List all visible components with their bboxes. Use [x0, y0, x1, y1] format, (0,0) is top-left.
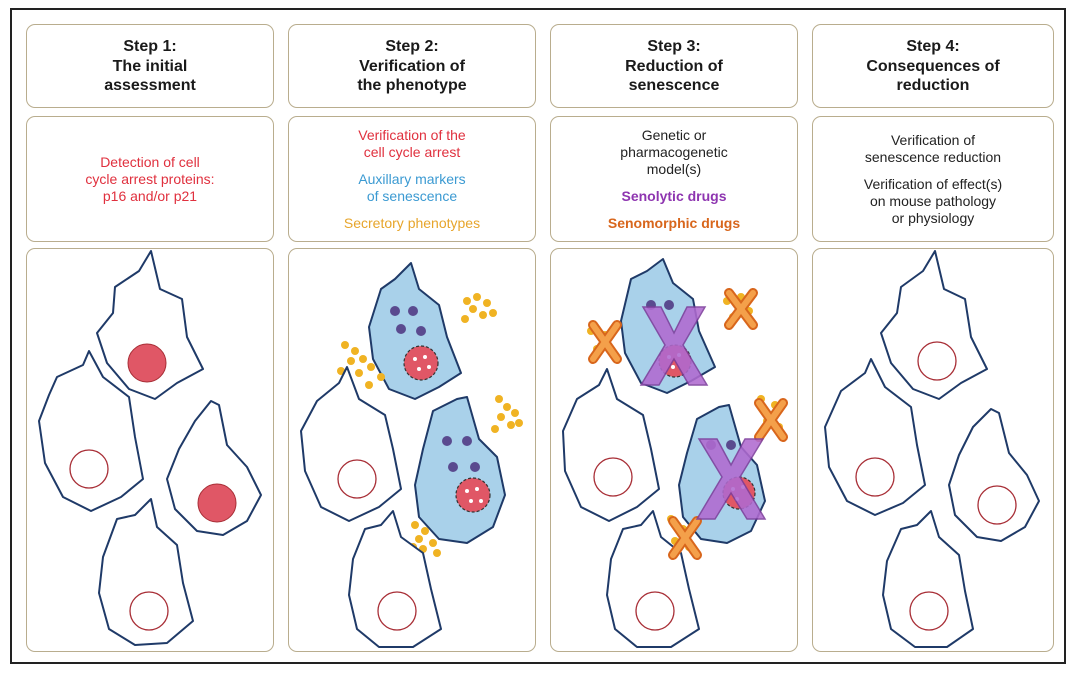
senescence-marker-dot [664, 300, 674, 310]
step-2-header: Step 2: Verification of the phenotype [288, 24, 536, 108]
p16-positive-nucleus [127, 343, 167, 383]
step-1-desc-line-1: Detection of cell [100, 153, 200, 170]
secretory-cluster [409, 521, 441, 557]
step-1-desc-line-2: cycle arrest proteins: [85, 170, 215, 187]
cell-shape [824, 358, 926, 516]
step-2-desc-line-1: Verification of the [358, 126, 466, 143]
step-3-desc-line-5: Senomorphic drugs [607, 214, 741, 231]
senescence-marker-dot [442, 436, 452, 446]
cell-shape [300, 366, 402, 522]
step-4-desc-line-4: on mouse pathology [869, 192, 997, 209]
senomorphic-x-icon [724, 288, 758, 330]
normal-nucleus [337, 459, 377, 499]
cell-shape [562, 368, 660, 522]
step-2-desc-line-2: cell cycle arrest [363, 143, 461, 160]
step-3-cells-svg [562, 258, 788, 648]
cell-shape [166, 400, 262, 536]
step-2-illustration [288, 248, 536, 652]
step-4-header: Step 4: Consequences of reduction [812, 24, 1054, 108]
step-3-illustration [550, 248, 798, 652]
senolytic-x-icon [639, 306, 709, 386]
senescence-marker-dot [470, 462, 480, 472]
senescent-cell [414, 396, 506, 544]
p16-positive-nucleus [197, 483, 237, 523]
senescence-marker-dot [390, 306, 400, 316]
senomorphic-x-icon [754, 398, 788, 442]
step-3-desc-line-2: pharmacogenetic [620, 143, 728, 160]
step-1-description: Detection of cell cycle arrest proteins:… [26, 116, 274, 242]
normal-nucleus [917, 341, 957, 381]
senomorphic-x-icon [668, 516, 702, 560]
step-4-desc-line-3: Verification of effect(s) [863, 175, 1003, 192]
cell-shape [948, 408, 1040, 542]
step-1-header: Step 1: The initial assessment [26, 24, 274, 108]
step-1-title-line-1: The initial [112, 58, 188, 75]
secretory-cluster [491, 395, 523, 433]
normal-nucleus [909, 591, 949, 631]
figure-frame: Step 1: The initial assessment Detection… [10, 8, 1066, 664]
normal-nucleus [855, 457, 895, 497]
step-4-desc-line-5: or physiology [891, 209, 975, 226]
senescent-nucleus [455, 477, 491, 513]
normal-nucleus [69, 449, 109, 489]
normal-nucleus [377, 591, 417, 631]
normal-nucleus [129, 591, 169, 631]
normal-nucleus [635, 591, 675, 631]
senescence-marker-dot [416, 326, 426, 336]
cell-shape [606, 510, 700, 648]
step-3-desc-line-1: Genetic or [641, 126, 707, 143]
step-2-desc-line-5: Secretory phenotypes [343, 214, 481, 231]
secretory-cluster [337, 341, 385, 389]
step-3-title-line-1: Reduction of [625, 58, 723, 75]
senolytic-x-icon [695, 438, 767, 520]
step-1-title-line-2: assessment [104, 77, 196, 94]
step-2-title-line-2: the phenotype [357, 77, 467, 94]
step-3-desc-line-3: model(s) [646, 160, 702, 177]
senescence-marker-dot [448, 462, 458, 472]
secretory-cluster [461, 293, 497, 323]
step-4-cells-svg [824, 250, 1040, 648]
normal-nucleus [977, 485, 1017, 525]
step-4-desc-line-1: Verification of [890, 131, 976, 148]
cell-shape [882, 510, 974, 648]
step-1-illustration [26, 248, 274, 652]
step-3-title-line-2: senescence [628, 77, 720, 94]
cell-shape [348, 510, 442, 648]
cell-shape [880, 250, 988, 400]
step-1-cells-svg [38, 250, 262, 646]
step-4-description: Verification of senescence reduction Ver… [812, 116, 1054, 242]
step-2-title-line-1: Verification of [359, 58, 465, 75]
step-4-label: Step 4: [906, 38, 960, 55]
senescence-marker-dot [396, 324, 406, 334]
step-2-label: Step 2: [385, 38, 439, 55]
step-3-description: Genetic or pharmacogenetic model(s) Seno… [550, 116, 798, 242]
step-4-title-line-1: Consequences of [866, 58, 1000, 75]
step-4-desc-line-2: senescence reduction [864, 148, 1002, 165]
cell-shape [96, 250, 204, 400]
step-2-cells-svg [300, 262, 523, 648]
step-4-title-line-2: reduction [896, 77, 970, 94]
senescent-nucleus [403, 345, 439, 381]
step-2-desc-line-3: Auxillary markers [358, 170, 466, 187]
step-3-label: Step 3: [647, 38, 701, 55]
senescence-marker-dot [726, 440, 736, 450]
step-1-label: Step 1: [123, 38, 177, 55]
step-3-header: Step 3: Reduction of senescence [550, 24, 798, 108]
normal-nucleus [593, 457, 633, 497]
step-2-desc-line-4: of senescence [366, 187, 458, 204]
step-3-desc-line-4: Senolytic drugs [621, 187, 727, 204]
step-4-illustration [812, 248, 1054, 652]
senomorphic-x-icon [588, 320, 622, 364]
step-2-description: Verification of the cell cycle arrest Au… [288, 116, 536, 242]
senescent-cell [368, 262, 462, 400]
senescence-marker-dot [408, 306, 418, 316]
cell-shape [38, 350, 144, 512]
step-1-desc-line-3: p16 and/or p21 [102, 187, 198, 204]
senescence-marker-dot [462, 436, 472, 446]
cell-shape [98, 498, 194, 646]
